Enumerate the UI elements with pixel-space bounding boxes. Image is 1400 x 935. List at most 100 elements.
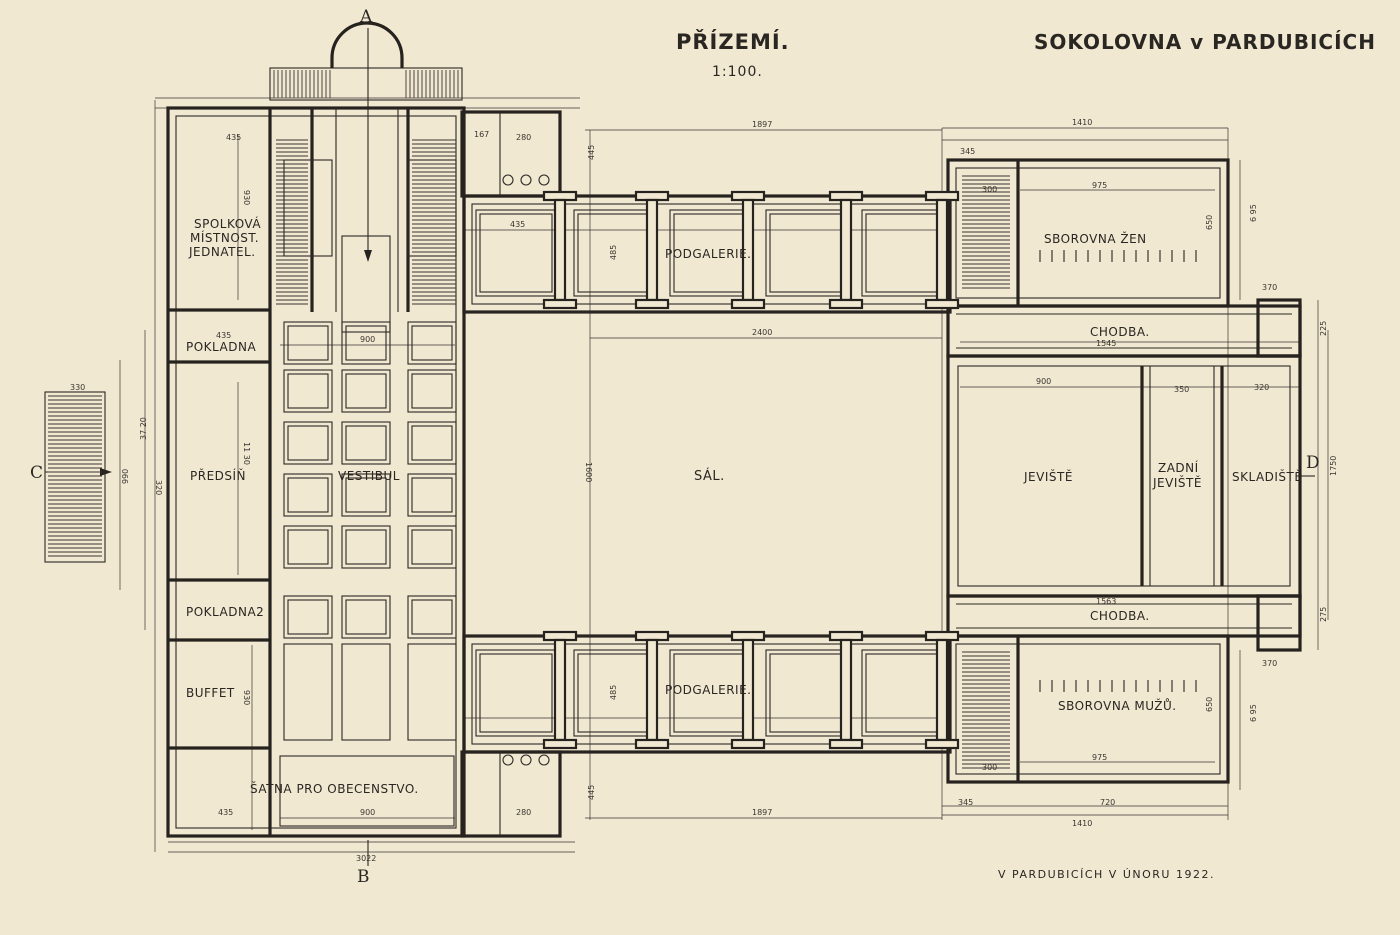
- dim-370-a: 370: [1262, 283, 1277, 292]
- pier-shaft: [935, 638, 949, 742]
- ceiling-panel: [283, 473, 333, 517]
- ceiling-panel: [341, 369, 391, 413]
- ceiling-panel: [407, 643, 457, 741]
- dim-167: 167: [474, 130, 489, 139]
- pier-base: [730, 738, 766, 750]
- room-sborovna-muzu: SBOROVNA MUŽŮ.: [1058, 698, 1177, 713]
- ceiling-panel-inner: [287, 425, 329, 461]
- room-zadni-line1: ZADNÍ: [1158, 460, 1199, 475]
- ceiling-panel: [407, 369, 457, 413]
- pier-cap: [924, 190, 960, 202]
- dim-975-b: 975: [1092, 753, 1107, 762]
- dim-720: 720: [1100, 798, 1115, 807]
- dim-485-b: 485: [609, 685, 618, 700]
- place-date-note: V PARDUBICÍCH V ÚNORU 1922.: [998, 868, 1215, 881]
- gallery-piers: [542, 190, 960, 750]
- ceiling-panel-inner: [411, 425, 453, 461]
- room-sal: SÁL.: [694, 468, 725, 484]
- side-steps: [44, 391, 106, 563]
- pier-base: [634, 298, 670, 310]
- gallery-bay-inner: [479, 653, 553, 733]
- room-jeviste: JEVIŠTĚ: [1023, 469, 1073, 484]
- gallery-bay: [765, 649, 847, 737]
- ceiling-panel-inner: [345, 529, 387, 565]
- room-chodba-bottom: CHODBA.: [1090, 609, 1150, 623]
- room-pokladna-2: POKLADNA2: [186, 605, 264, 619]
- drawing-scale: 1:100.: [712, 64, 763, 80]
- gallery-bay-inner: [769, 213, 843, 293]
- ceiling-panel: [341, 473, 391, 517]
- dim-1410-top: 1410: [1072, 118, 1092, 127]
- dim-3720: 37 20: [139, 417, 148, 440]
- room-buffet: BUFFET: [186, 686, 235, 700]
- ceiling-panel-inner: [345, 599, 387, 635]
- dim-900-b: 900: [360, 808, 375, 817]
- pier-base: [542, 298, 578, 310]
- ceiling-panel-inner: [345, 373, 387, 409]
- pier-base: [730, 298, 766, 310]
- ceiling-panel: [341, 595, 391, 639]
- room-spolkova-line1: SPOLKOVÁ: [194, 216, 261, 231]
- dim-350: 350: [1174, 385, 1189, 394]
- toilet-fixture: [502, 174, 514, 186]
- pier-base: [828, 298, 864, 310]
- ceiling-panel: [283, 525, 333, 569]
- room-chodba-top: CHODBA.: [1090, 325, 1150, 339]
- right-wing: [946, 158, 1302, 784]
- dim-975-a: 975: [1092, 181, 1107, 190]
- ceiling-panel-inner: [411, 373, 453, 409]
- ceiling-panel-inner: [411, 325, 453, 361]
- section-d-label: D: [1306, 453, 1320, 473]
- left-wing: [166, 106, 466, 838]
- dim-330: 330: [70, 383, 85, 392]
- room-spolkova-line2: MÍSTNOST.: [190, 230, 259, 245]
- pier-cap: [924, 630, 960, 642]
- dim-300-b: 300: [982, 763, 997, 772]
- ceiling-panel-inner: [287, 325, 329, 361]
- ceiling-panel-inner: [287, 477, 329, 513]
- dim-280-a: 280: [516, 133, 531, 142]
- pier-cap: [634, 190, 670, 202]
- dim-275: 275: [1319, 607, 1328, 622]
- pier-shaft: [553, 198, 567, 302]
- dim-435-a: 435: [226, 133, 241, 142]
- toilet-fixture: [538, 174, 550, 186]
- dim-695-a: 6 95: [1249, 204, 1258, 222]
- pier-base: [828, 738, 864, 750]
- ceiling-panel-inner: [345, 425, 387, 461]
- dim-1897-top: 1897: [752, 120, 772, 129]
- dim-650-a: 650: [1205, 215, 1214, 230]
- dim-280-b: 280: [516, 808, 531, 817]
- ceiling-panel-inner: [287, 373, 329, 409]
- dim-900-c: 900: [1036, 377, 1051, 386]
- pier-cap: [542, 190, 578, 202]
- pier-base: [542, 738, 578, 750]
- pier-shaft: [553, 638, 567, 742]
- dim-345-a: 345: [960, 147, 975, 156]
- room-spolkova-line3: JEDNATEL.: [188, 245, 256, 259]
- ceiling-panel: [407, 525, 457, 569]
- dim-485-a: 485: [609, 245, 618, 260]
- ceiling-panel-inner: [287, 529, 329, 565]
- pier-cap: [730, 630, 766, 642]
- gallery-bay-inner: [479, 213, 553, 293]
- pier-shaft: [645, 198, 659, 302]
- pier-cap: [828, 630, 864, 642]
- dim-2400: 2400: [752, 328, 772, 337]
- gallery-bay: [861, 649, 943, 737]
- ceiling-panel: [283, 643, 333, 741]
- ceiling-panel: [283, 321, 333, 365]
- dim-1600: 1600: [584, 462, 593, 482]
- pier-base: [924, 298, 960, 310]
- ceiling-panel-inner: [411, 599, 453, 635]
- room-predsin: PŘEDSÍŇ: [190, 468, 246, 483]
- ceiling-panel: [341, 321, 391, 365]
- ceiling-panel-inner: [287, 599, 329, 635]
- dim-3022: 3022: [356, 854, 376, 863]
- ceiling-panel: [341, 421, 391, 465]
- dim-650-b: 650: [1205, 697, 1214, 712]
- room-podgalerie-bottom: PODGALERIE.: [665, 683, 751, 697]
- ceiling-panel-inner: [345, 325, 387, 361]
